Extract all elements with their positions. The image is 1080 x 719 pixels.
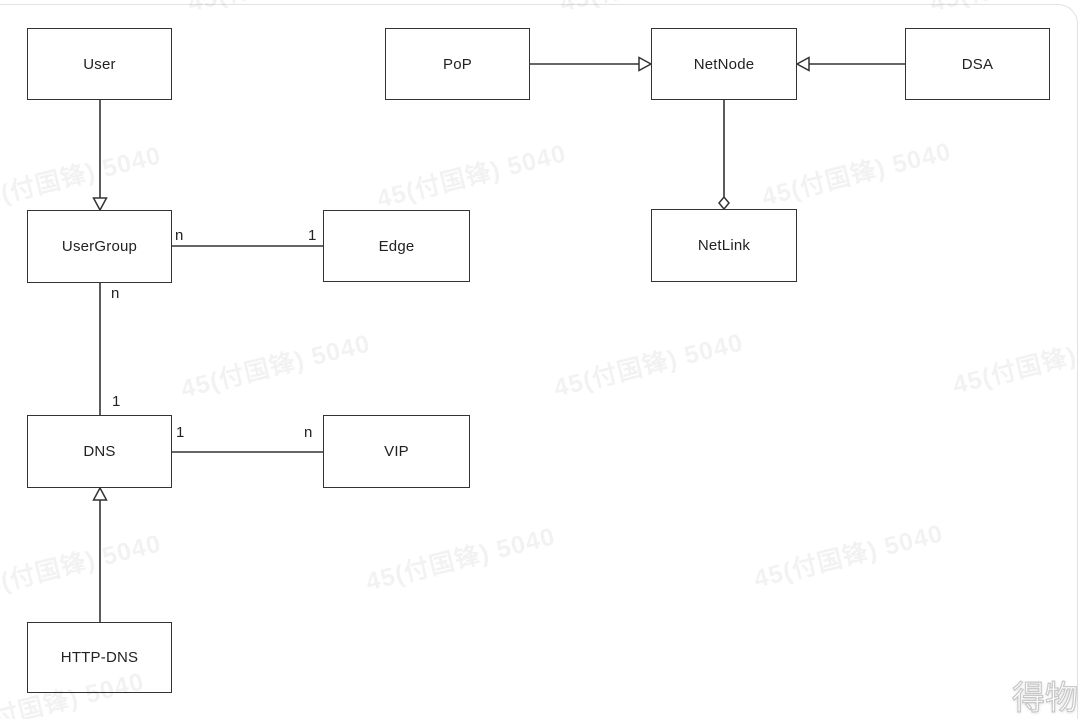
node-netlink: NetLink bbox=[651, 209, 797, 282]
multiplicity-label: n bbox=[111, 285, 120, 302]
node-label-netlink: NetLink bbox=[697, 237, 751, 254]
node-label-pop: PoP bbox=[443, 55, 472, 73]
node-dsa: DSA bbox=[905, 28, 1050, 100]
edge-marker-dsa-netnode-triangle-icon bbox=[795, 56, 810, 72]
multiplicity-label: 1 bbox=[176, 424, 185, 441]
node-label-vip: VIP bbox=[384, 443, 409, 460]
edge-marker-httpdns-dns-triangle-icon bbox=[92, 486, 108, 501]
multiplicity-label: n bbox=[304, 424, 313, 441]
node-label-dsa: DSA bbox=[961, 55, 994, 73]
node-dns: DNS bbox=[27, 415, 172, 488]
node-edge: Edge bbox=[323, 210, 470, 282]
edge-marker-user-usergroup-triangle-icon bbox=[92, 197, 108, 212]
multiplicity-label: 1 bbox=[308, 227, 317, 244]
node-usergroup: UserGroup bbox=[27, 210, 172, 283]
multiplicity-label: 1 bbox=[112, 393, 121, 410]
node-label-dns: DNS bbox=[83, 443, 116, 460]
node-vip: VIP bbox=[323, 415, 470, 488]
node-user: User bbox=[27, 28, 172, 100]
multiplicity-label: n bbox=[175, 227, 184, 244]
node-label-netnode: NetNode bbox=[693, 55, 755, 73]
node-label-user: User bbox=[83, 55, 116, 73]
node-httpdns: HTTP-DNS bbox=[27, 622, 172, 693]
edge-marker-pop-netnode-triangle-icon bbox=[638, 56, 653, 72]
node-netnode: NetNode bbox=[651, 28, 797, 100]
node-label-edge: Edge bbox=[378, 237, 415, 255]
node-label-usergroup: UserGroup bbox=[61, 238, 138, 255]
edge-marker-netnode-netlink-diamond-icon bbox=[718, 195, 730, 211]
node-pop: PoP bbox=[385, 28, 530, 100]
node-label-httpdns: HTTP-DNS bbox=[60, 649, 139, 666]
